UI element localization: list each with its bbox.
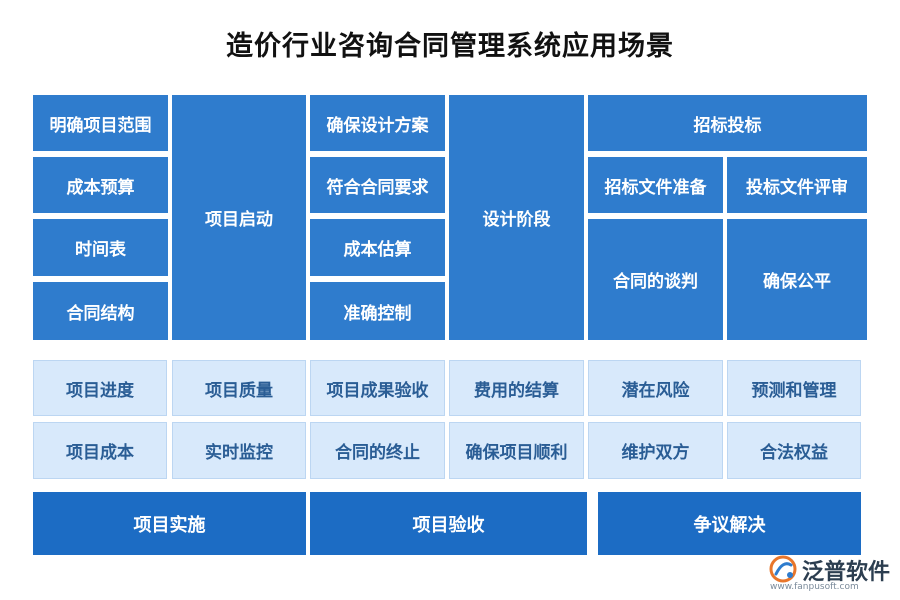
diagram-title: 造价行业咨询合同管理系统应用场景 [226,31,674,62]
fanpu-logo: 泛普软件 www.fanpusoft.com [768,552,894,596]
phase-project-start: 项目启动 [172,95,306,340]
top-item-ensure-fairness: 确保公平 [727,219,867,340]
top-item-design-plan: 确保设计方案 [310,95,445,151]
mid-item-forecast: 预测和管理 [727,360,861,416]
phase-bidding: 招标投标 [588,95,867,151]
top-item-contract-structure: 合同结构 [33,282,168,340]
mid-item-settlement: 费用的结算 [449,360,584,416]
mid-item-termination: 合同的终止 [310,422,445,479]
mid-item-cost: 项目成本 [33,422,167,479]
top-item-schedule: 时间表 [33,219,168,276]
top-item-cost-estimate: 成本估算 [310,219,445,276]
phase-implementation: 项目实施 [33,492,306,555]
top-item-accurate-control: 准确控制 [310,282,445,340]
mid-item-both-parties: 维护双方 [588,422,723,479]
mid-item-quality: 项目质量 [172,360,306,416]
mid-item-progress: 项目进度 [33,360,167,416]
mid-item-risk: 潜在风险 [588,360,723,416]
fanpu-logo-icon [769,555,797,583]
mid-item-smooth-project: 确保项目顺利 [449,422,584,479]
logo-url: www.fanpusoft.com [770,582,859,592]
top-item-scope: 明确项目范围 [33,95,168,151]
top-item-bid-review: 投标文件评审 [727,157,867,213]
top-item-contract-requirement: 符合合同要求 [310,157,445,213]
phase-acceptance: 项目验收 [310,492,587,555]
top-item-contract-negotiation: 合同的谈判 [588,219,723,340]
top-item-budget: 成本预算 [33,157,168,213]
phase-design: 设计阶段 [449,95,584,340]
mid-item-monitoring: 实时监控 [172,422,306,479]
mid-item-acceptance: 项目成果验收 [310,360,445,416]
mid-item-legal-rights: 合法权益 [727,422,861,479]
top-item-bid-doc-prep: 招标文件准备 [588,157,723,213]
phase-dispute-resolution: 争议解决 [598,492,861,555]
logo-name: 泛普软件 [802,560,891,585]
